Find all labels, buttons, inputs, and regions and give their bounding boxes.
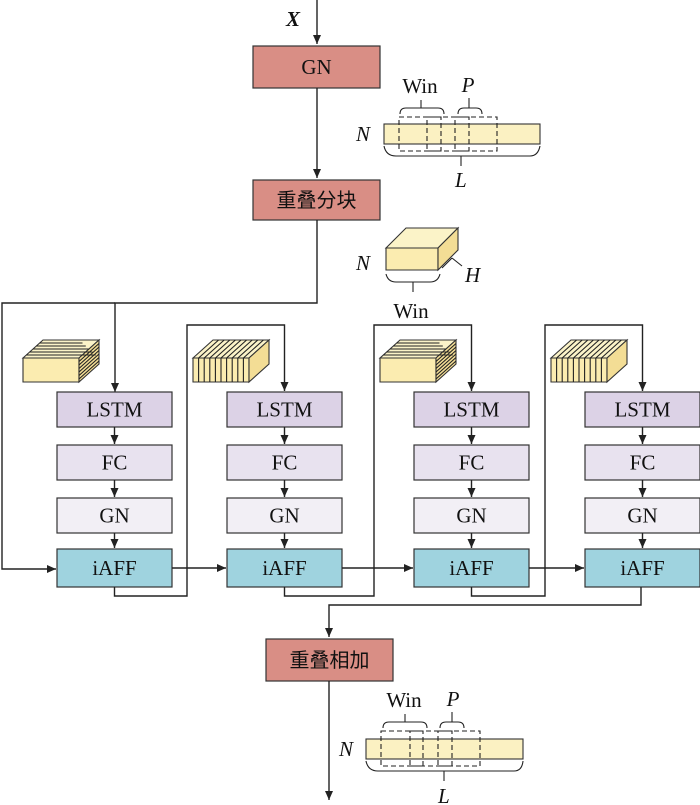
chunk-cube-icon-4 — [549, 338, 629, 384]
iaff-label-3: iAFF — [449, 556, 493, 580]
gn-top-block: GN — [252, 45, 381, 89]
chunk-cube-icon-1 — [21, 338, 101, 384]
fc-label-2: FC — [272, 451, 298, 475]
chunk-cube-icon-3 — [378, 338, 458, 384]
fc-label-1: FC — [102, 451, 128, 475]
loop-to-lstm-3 — [283, 324, 476, 597]
seq-bottom-win-label: Win — [386, 688, 422, 712]
fc-block-1: FC — [56, 444, 173, 481]
iaff-block-2: iAFF — [226, 548, 343, 588]
column-4: LSTM FC GN iAFF — [470, 324, 700, 597]
gn-label-4: GN — [627, 504, 657, 528]
gn-block-1: GN — [56, 497, 173, 534]
lstm-block-3: LSTM — [413, 391, 530, 428]
chunk-block: 重叠分块 — [252, 179, 381, 221]
cube-win-label: Win — [393, 299, 429, 323]
sequence-top-illustration: Win P N L — [355, 73, 541, 192]
lstm-block-2: LSTM — [226, 391, 343, 428]
merge-label: 重叠相加 — [290, 648, 370, 672]
seq-bottom-p-label: P — [446, 687, 460, 711]
merge-block: 重叠相加 — [265, 638, 394, 682]
seq-top-win-label: Win — [402, 74, 438, 98]
cube-h-label: H — [464, 263, 482, 287]
iaff-block-3: iAFF — [413, 548, 530, 588]
loop-to-lstm-2 — [113, 324, 289, 597]
fc-block-3: FC — [413, 444, 530, 481]
chunk-to-col1-arrow — [111, 220, 318, 392]
column-1: LSTM FC GN iAFF — [21, 338, 173, 588]
processing-columns: LSTMFCGNiAFFLSTMFCGNiAFFLSTMFCGNiAFFLSTM… — [21, 324, 700, 597]
fc-label-4: FC — [630, 451, 656, 475]
lstm-block-1: LSTM — [56, 391, 173, 428]
gn-label-3: GN — [456, 504, 486, 528]
lstm-block-4: LSTM — [584, 391, 700, 428]
sequence-bottom-illustration: Win P N L — [338, 687, 524, 805]
lstm-label-4: LSTM — [614, 398, 670, 422]
fc-label-3: FC — [459, 451, 485, 475]
chunk-label: 重叠分块 — [277, 188, 357, 212]
column-2: LSTM FC GN iAFF — [113, 324, 343, 597]
chunk-cube-icon-2 — [191, 338, 271, 384]
input-x-label: X — [285, 7, 301, 31]
gn-block-3: GN — [413, 497, 530, 534]
gn-block-2: GN — [226, 497, 343, 534]
loop-to-lstm-4 — [470, 324, 647, 597]
fc-block-2: FC — [226, 444, 343, 481]
seq-top-l-label: L — [454, 168, 467, 192]
iaff4-to-merge-arrow — [325, 587, 642, 637]
lstm-label-2: LSTM — [256, 398, 312, 422]
iaff-label-1: iAFF — [92, 556, 136, 580]
chunk-cube-illustration: N H Win — [355, 226, 482, 323]
seq-top-p-label: P — [461, 73, 475, 97]
lstm-label-1: LSTM — [86, 398, 142, 422]
gn-label-1: GN — [99, 504, 129, 528]
gn-block-4: GN — [584, 497, 700, 534]
fc-block-4: FC — [584, 444, 700, 481]
iaff-block-1: iAFF — [56, 548, 173, 588]
iaff-label-4: iAFF — [620, 556, 664, 580]
iaff-block-4: iAFF — [584, 548, 700, 588]
cube-n-label: N — [355, 251, 371, 275]
gn-top-label: GN — [301, 55, 331, 79]
seq-top-n-label: N — [355, 122, 371, 146]
residual-to-iaff1-arrow — [1, 302, 115, 573]
seq-bottom-n-label: N — [338, 737, 354, 761]
iaff-label-2: iAFF — [262, 556, 306, 580]
gn-label-2: GN — [269, 504, 299, 528]
lstm-label-3: LSTM — [443, 398, 499, 422]
seq-bottom-l-label: L — [437, 784, 450, 805]
